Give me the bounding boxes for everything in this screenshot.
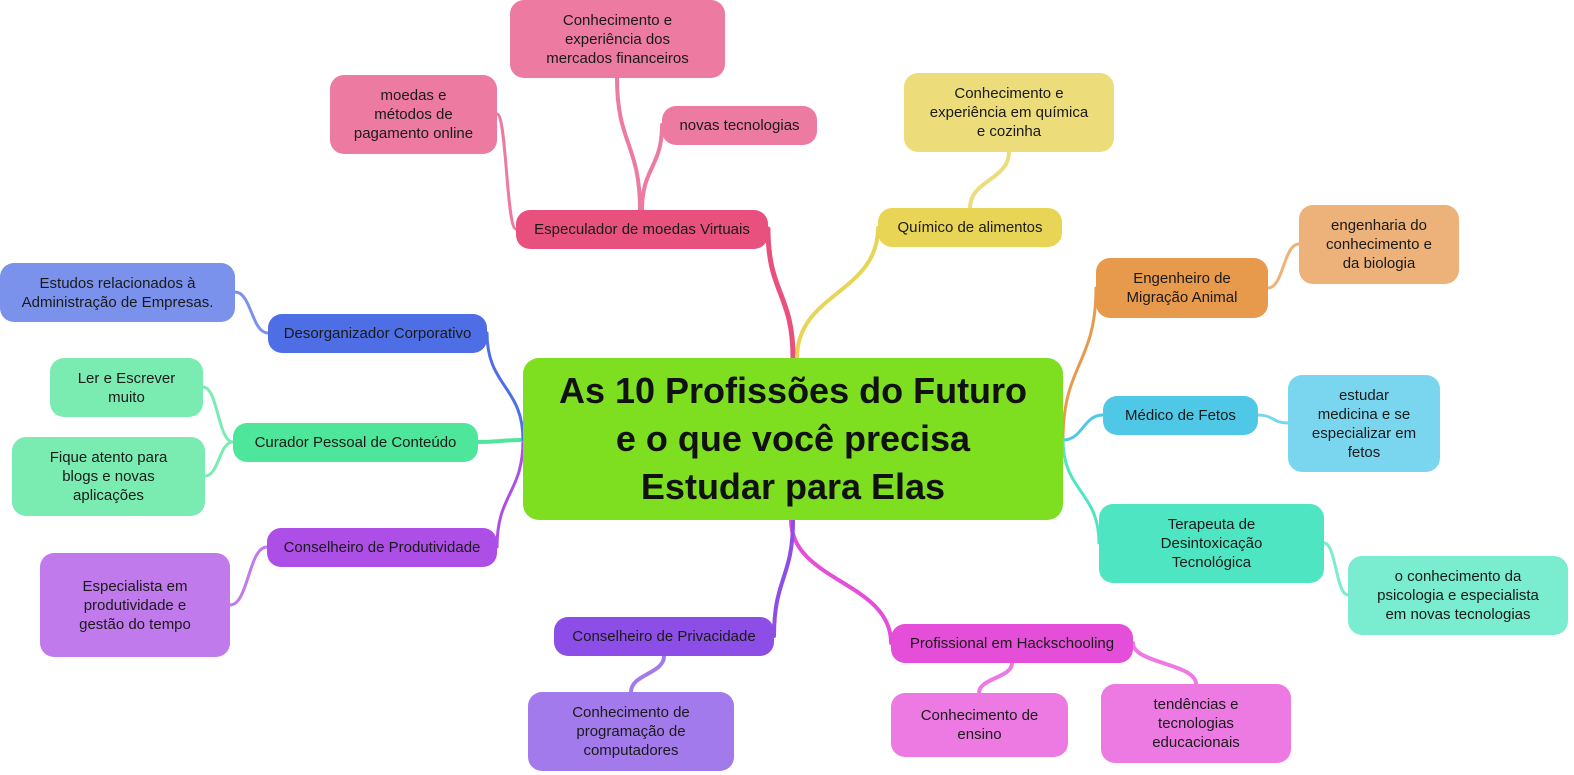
branch-especulador[interactable]: Especulador de moedas Virtuais — [516, 210, 768, 249]
link-medico — [1061, 413, 1105, 442]
topic-tendencias-educacionais[interactable]: tendências e tecnologias educacionais — [1101, 684, 1291, 763]
branch-produtividade[interactable]: Conselheiro de Produtividade — [267, 528, 497, 567]
link-engenharia — [1266, 242, 1301, 290]
link-terapeuta — [1061, 438, 1101, 545]
topic-ler-escrever[interactable]: Ler e Escrever muito — [50, 358, 203, 417]
link-engenheiro — [1061, 286, 1098, 442]
link-moedas — [495, 112, 518, 231]
branch-terapeuta[interactable]: Terapeuta de Desintoxicação Tecnológica — [1099, 504, 1324, 583]
central-topic[interactable]: As 10 Profissões do Futuro e o que você … — [523, 358, 1063, 520]
branch-desorganizador[interactable]: Desorganizador Corporativo — [268, 314, 487, 353]
link-gestao — [228, 545, 269, 607]
link-desorganizador — [485, 331, 525, 442]
link-hackschooling — [789, 518, 893, 645]
link-tendencias — [1131, 641, 1198, 686]
link-mercados — [615, 76, 642, 212]
topic-mercados-financeiros[interactable]: Conhecimento e experiência dos mercados … — [510, 0, 725, 78]
topic-gestao-tempo[interactable]: Especialista em produtividade e gestão d… — [40, 553, 230, 657]
branch-medico[interactable]: Médico de Fetos — [1103, 396, 1258, 435]
link-curador — [476, 438, 525, 444]
topic-medicina-fetos[interactable]: estudar medicina e se especializar em fe… — [1288, 375, 1440, 472]
branch-quimico[interactable]: Químico de alimentos — [878, 208, 1062, 247]
link-medicina — [1256, 413, 1290, 425]
link-quimico — [795, 226, 880, 360]
branch-privacidade[interactable]: Conselheiro de Privacidade — [554, 617, 774, 656]
topic-quimica-cozinha[interactable]: Conhecimento e experiência em química e … — [904, 73, 1114, 152]
branch-curador[interactable]: Curador Pessoal de Conteúdo — [233, 423, 478, 462]
link-programacao — [629, 654, 666, 694]
topic-conhecimento-ensino[interactable]: Conhecimento de ensino — [891, 693, 1068, 757]
link-ensino — [977, 661, 1014, 695]
link-novas-tec — [640, 123, 664, 212]
branch-hackschooling[interactable]: Profissional em Hackschooling — [891, 624, 1133, 663]
topic-engenharia-biologia[interactable]: engenharia do conhecimento e da biologia — [1299, 205, 1459, 284]
topic-programacao[interactable]: Conhecimento de programação de computado… — [528, 692, 734, 771]
link-produtividade — [495, 438, 525, 549]
topic-moedas-pagamento[interactable]: moedas e métodos de pagamento online — [330, 75, 497, 154]
topic-psicologia[interactable]: o conhecimento da psicologia e especiali… — [1348, 556, 1568, 635]
link-especulador — [765, 226, 796, 361]
branch-engenheiro[interactable]: Engenheiro de Migração Animal — [1096, 258, 1268, 318]
topic-administracao[interactable]: Estudos relacionados à Administração de … — [0, 263, 235, 322]
link-privacidade — [772, 518, 795, 638]
topic-blogs-aplicacoes[interactable]: Fique atento para blogs e novas aplicaçõ… — [12, 437, 205, 516]
link-administracao — [233, 290, 270, 335]
topic-novas-tecnologias[interactable]: novas tecnologias — [662, 106, 817, 145]
link-ler — [201, 385, 235, 444]
link-quimica — [968, 150, 1011, 210]
link-psicologia — [1322, 541, 1350, 597]
link-blogs — [203, 440, 235, 478]
